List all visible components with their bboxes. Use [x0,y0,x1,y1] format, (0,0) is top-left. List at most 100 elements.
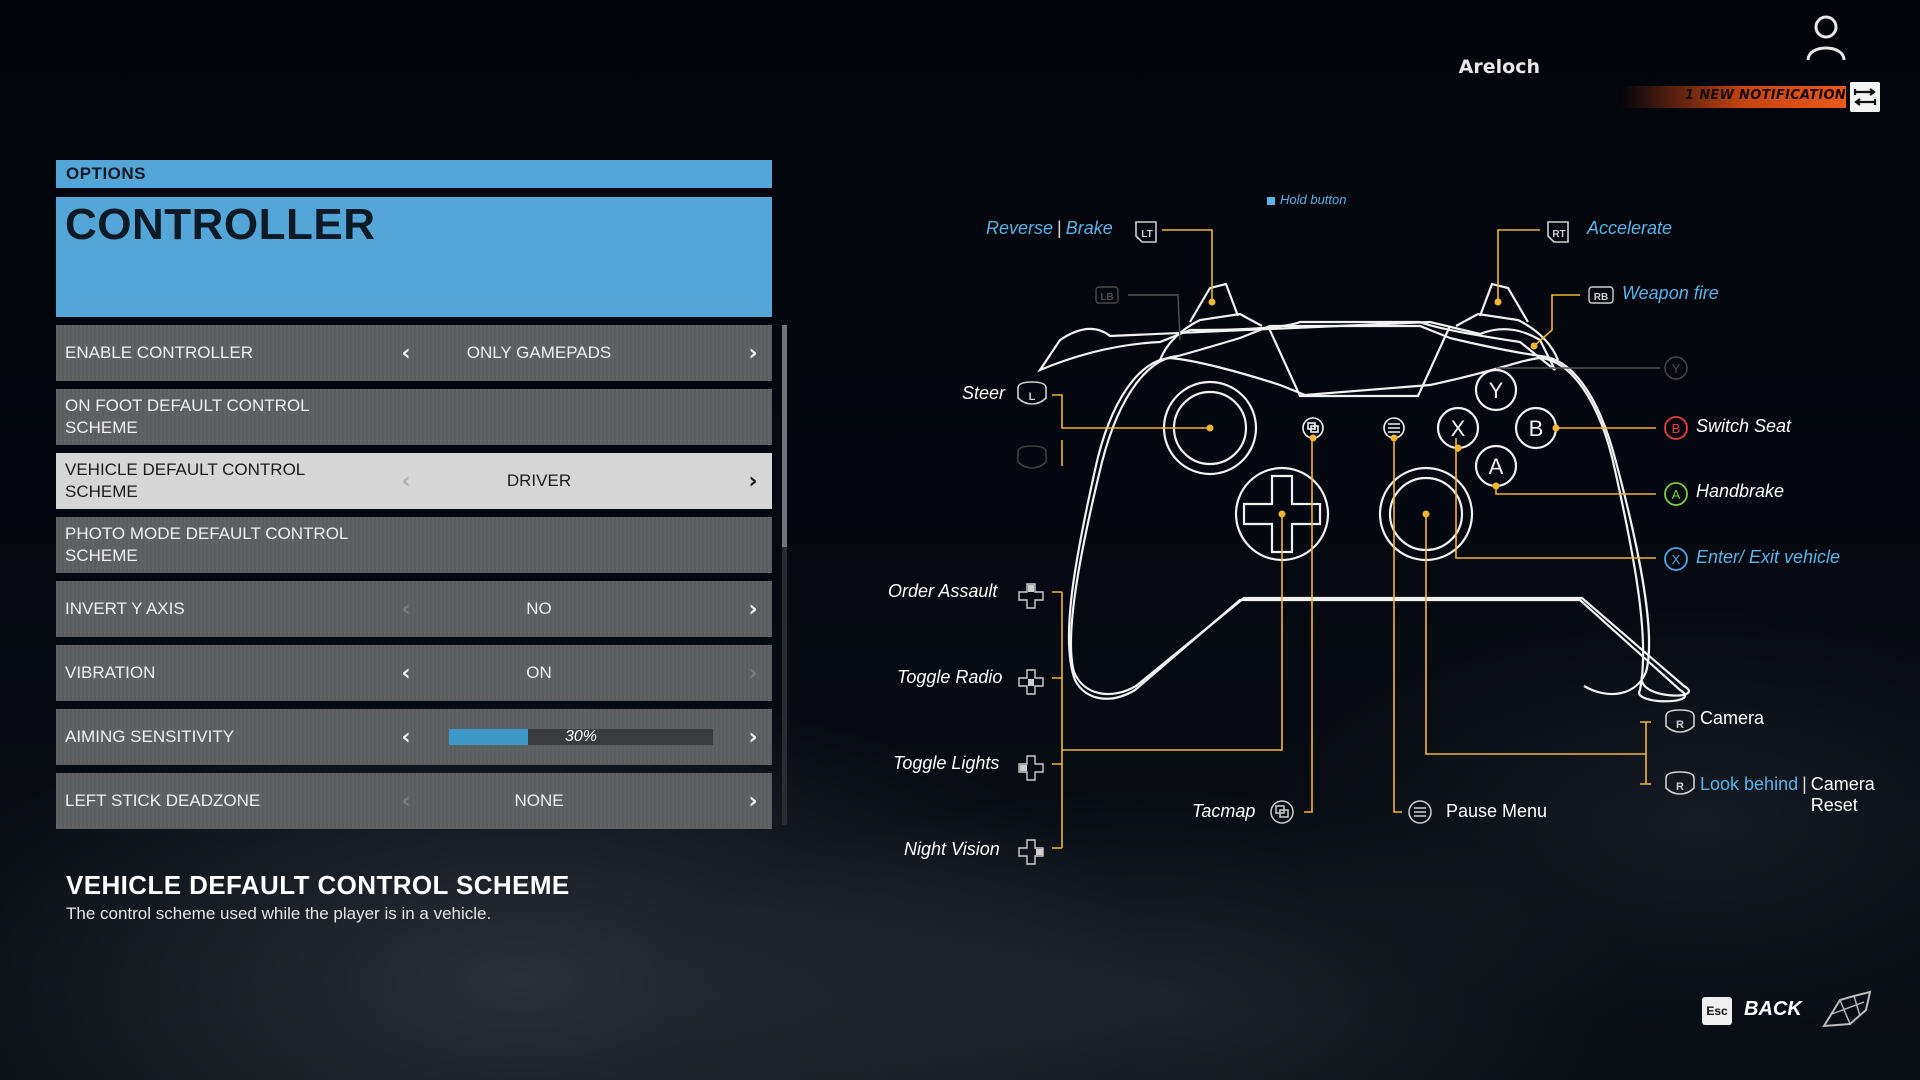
label-look-behind: Look behind [1700,774,1799,794]
esc-key[interactable]: Esc [1702,997,1732,1025]
chevron-right-icon[interactable]: › [748,724,758,750]
controller-top [1177,324,1541,398]
setting-row-enable-controller[interactable]: ENABLE CONTROLLER ‹ ONLY GAMEPADS › [56,325,772,381]
label-enter-exit: Enter/ Exit vehicle [1696,547,1841,567]
chevron-left-icon[interactable]: ‹ [401,468,411,494]
slider-value: 30% [564,728,598,745]
label-tacmap: Tacmap [1192,801,1256,821]
options-label: OPTIONS [66,164,147,183]
left-trigger [1189,282,1240,323]
dpad-highlight [1020,585,1043,855]
setting-row-vehicle-scheme[interactable]: VEHICLE DEFAULT CONTROL SCHEME ‹ DRIVER … [56,453,772,509]
y-button-glyph: Y [1489,378,1504,403]
notification-bar[interactable] [1620,86,1846,108]
setting-value: ON [526,663,552,682]
label-handbrake: Handbrake [1696,481,1785,501]
setting-label: ENABLE CONTROLLER [65,343,253,362]
chevron-right-icon[interactable]: › [748,340,758,366]
setting-value: ONLY GAMEPADS [466,343,612,362]
rb-button-glyph: RB [1594,292,1608,303]
setting-label: AIMING SENSITIVITY [65,727,235,746]
label-brake: Brake [1065,218,1113,238]
label-reverse: Reverse [986,218,1054,238]
label-night-vision: Night Vision [904,839,1000,859]
label-switch-seat: Switch Seat [1696,416,1792,436]
setting-label: ON FOOT DEFAULT CONTROL SCHEME [65,396,310,437]
chevron-left-icon[interactable]: ‹ [401,340,411,366]
controller-shell [1072,356,1676,697]
left-stick [1162,380,1258,476]
label-steer: Steer [962,383,1006,403]
right-stick-glyph: R [1676,719,1684,731]
dpad-icons [1018,583,1044,865]
left-bumper [1158,312,1263,361]
chevron-left-icon[interactable]: ‹ [401,596,411,622]
settings-scrollbar[interactable] [782,325,787,825]
hold-legend-square [1267,197,1275,205]
right-stick-glyph-2: R [1676,781,1684,793]
label-weapon-fire: Weapon fire [1622,283,1719,303]
setting-row-vibration[interactable]: VIBRATION ‹ ON › [56,645,772,701]
options-header-bar [56,160,772,188]
user-avatar-icon[interactable] [1804,14,1848,62]
setting-value: DRIVER [506,471,572,490]
lt-button-glyph: LT [1141,229,1152,240]
label-camera: Camera [1700,708,1765,728]
chevron-right-icon[interactable]: › [748,788,758,814]
label-look-behind-camera-reset: Look behind|Camera Reset [1700,774,1875,815]
chevron-left-icon[interactable]: ‹ [401,788,411,814]
controller-shell-main [1069,354,1690,697]
setting-row-invert-y[interactable]: INVERT Y AXIS ‹ NO › [56,581,772,637]
setting-row-left-stick-deadzone[interactable]: LEFT STICK DEADZONE ‹ NONE › [56,773,772,829]
dpad [1234,466,1330,562]
x-icon-glyph: X [1672,552,1681,567]
settings-scroll-thumb[interactable] [782,325,787,547]
right-stick-icons [1665,709,1695,795]
setting-row-photo-mode-scheme[interactable]: PHOTO MODE DEFAULT CONTROL SCHEME [56,517,772,573]
x-button-glyph: X [1451,416,1466,441]
setting-label: VEHICLE DEFAULT CONTROL SCHEME [65,460,305,501]
setting-label: VIBRATION [65,663,156,682]
label-pause-menu: Pause Menu [1446,801,1548,821]
y-dim-glyph: Y [1672,361,1681,376]
back-button[interactable]: BACK [1744,998,1802,1020]
lb-button-glyph: LB [1100,292,1113,303]
label-toggle-lights: Toggle Lights [893,753,1000,773]
label-order-assault: Order Assault [888,581,998,601]
description-text: The control scheme used while the player… [66,904,492,923]
chevron-left-icon[interactable]: ‹ [401,724,411,750]
chevron-right-icon[interactable]: › [748,596,758,622]
face-buttons [1436,368,1558,488]
label-accelerate: Accelerate [1587,218,1673,238]
setting-row-on-foot-scheme[interactable]: ON FOOT DEFAULT CONTROL SCHEME [56,389,772,445]
sensitivity-slider[interactable]: 30% [449,728,713,745]
view-button [1302,417,1324,439]
y-dim-icon [1664,356,1688,380]
right-bumper [1455,312,1560,361]
setting-value: NO [526,599,552,618]
x-button-icon [1664,547,1688,571]
rt-button-glyph: RT [1552,229,1565,240]
controller-shell-right [1539,354,1651,696]
controller-body [1069,356,1683,698]
setting-row-aiming-sensitivity[interactable]: AIMING SENSITIVITY ‹ 30% › [56,709,772,765]
a-button-icon [1664,482,1688,506]
controller-outline [1037,320,1687,703]
page-title-box [56,197,772,317]
chevron-right-icon[interactable]: › [748,660,758,686]
left-stick-dim-icon [1017,445,1047,469]
right-trigger [1478,282,1529,323]
callout-lines-dim [1128,294,1660,369]
notification-toggle-icon[interactable] [1850,82,1880,112]
b-button-icon [1664,416,1688,440]
label-reverse-brake: Reverse|Brake [986,218,1113,238]
lt-button-icon [1135,221,1157,243]
game-logo-icon [1822,990,1872,1028]
chevron-right-icon[interactable]: › [748,468,758,494]
rt-button-icon [1547,221,1569,243]
a-icon-glyph: A [1672,487,1681,502]
lb-button-icon [1095,286,1119,304]
chevron-left-icon[interactable]: ‹ [401,660,411,686]
notification-text[interactable]: 1 NEW NOTIFICATION [1685,88,1846,103]
setting-value: NONE [514,791,564,810]
